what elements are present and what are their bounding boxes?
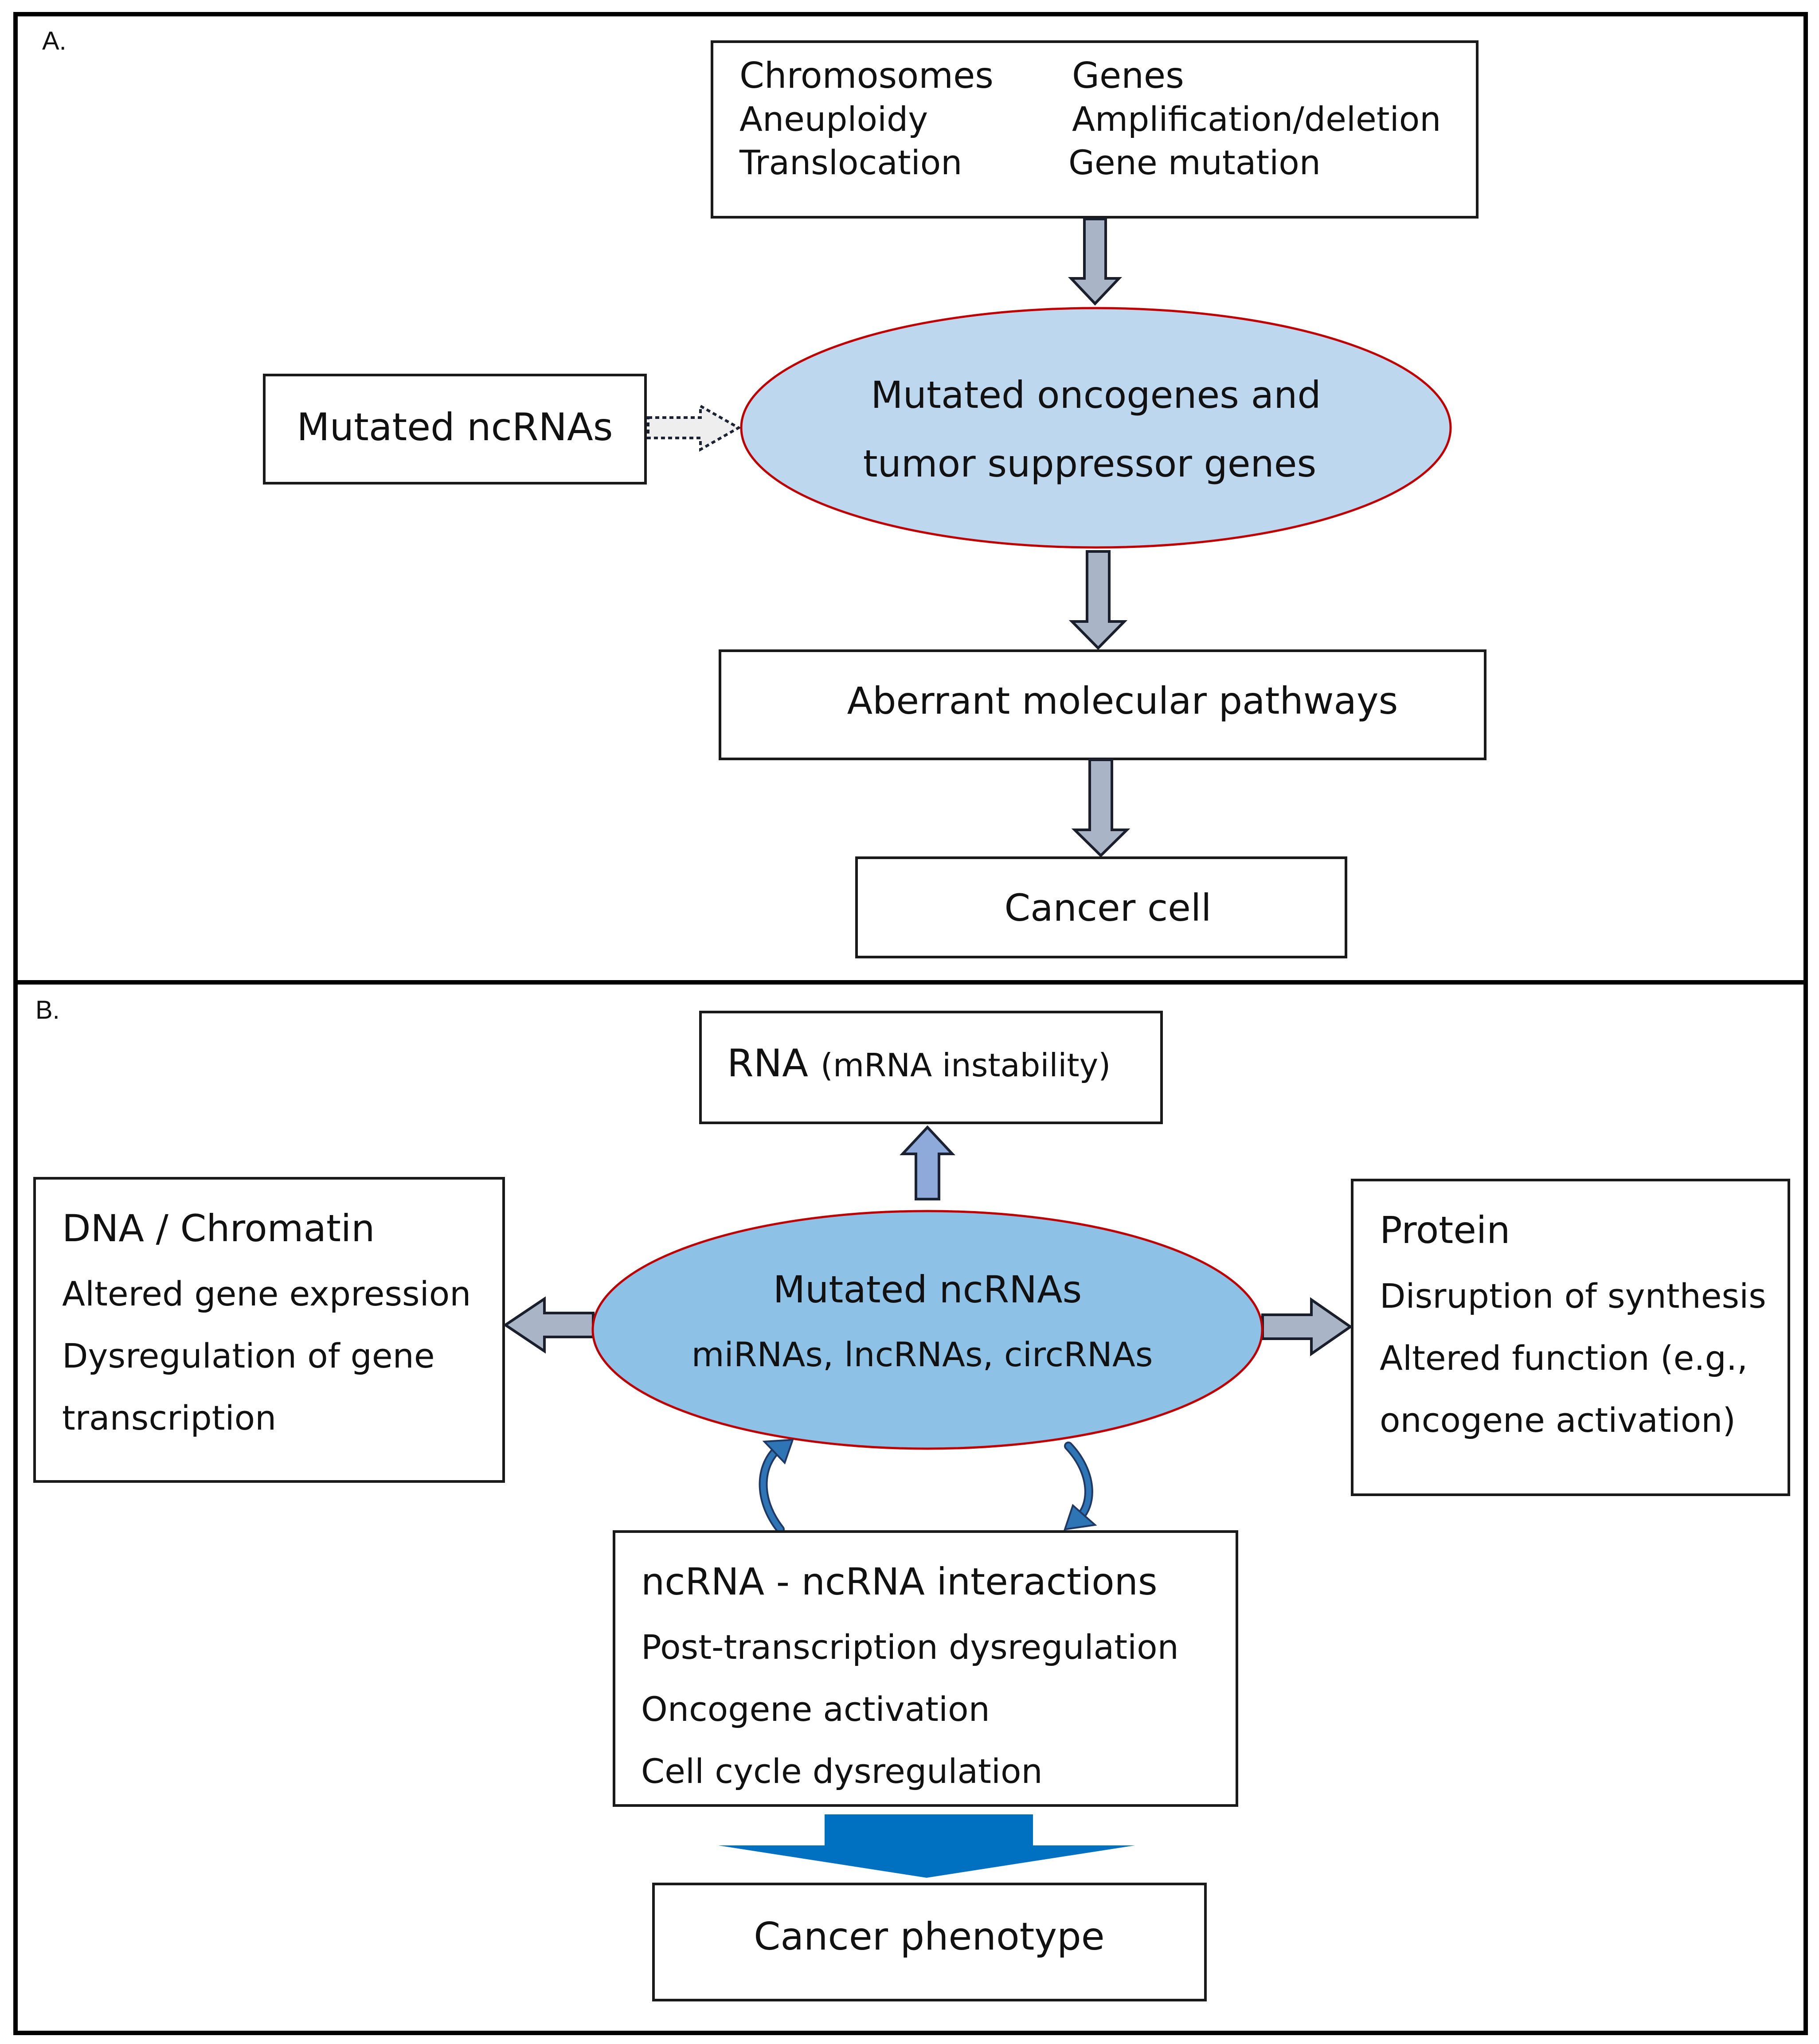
protein-heading: Protein bbox=[1380, 1208, 1510, 1252]
rna-detail: (mRNA instability) bbox=[821, 1047, 1111, 1084]
oncogenes-ellipse: Mutated oncogenes and tumor suppressor g… bbox=[740, 307, 1452, 549]
cancer-cell-label: Cancer cell bbox=[1004, 886, 1211, 930]
arrow-down-icon bbox=[1071, 758, 1131, 858]
chromosomes-heading: Chromosomes bbox=[739, 55, 994, 96]
chromosomes-genes-box: Chromosomes Aneuploidy Translocation Gen… bbox=[711, 40, 1479, 219]
arrow-down-icon bbox=[1068, 218, 1122, 306]
curved-arrow-up-icon bbox=[759, 1438, 794, 1534]
cancer-phenotype-box-frame bbox=[652, 1883, 1207, 2001]
arrow-left-icon bbox=[503, 1296, 595, 1354]
genes-heading: Genes bbox=[1072, 55, 1184, 96]
ncrna-ellipse-title: Mutated ncRNAs bbox=[773, 1268, 1082, 1311]
cancer-phenotype-box: Cancer phenotype bbox=[652, 1883, 1207, 2001]
dna-line-3: transcription bbox=[62, 1398, 276, 1438]
genes-item-mutation: Gene mutation bbox=[1068, 143, 1321, 182]
protein-box: Protein Disruption of synthesis Altered … bbox=[1351, 1179, 1790, 1496]
cancer-cell-box-frame bbox=[855, 856, 1347, 958]
dna-line-1: Altered gene expression bbox=[62, 1274, 471, 1313]
panel-a: A. Chromosomes Aneuploidy Translocation … bbox=[13, 12, 1808, 985]
chromosomes-item-translocation: Translocation bbox=[739, 143, 962, 182]
chromosomes-item-aneuploidy: Aneuploidy bbox=[739, 99, 928, 139]
pathways-box: Aberrant molecular pathways bbox=[719, 649, 1486, 760]
protein-line-1: Disruption of synthesis bbox=[1380, 1276, 1766, 1316]
interactions-line-1: Post-transcription dysregulation bbox=[641, 1627, 1179, 1667]
rna-box: RNA (mRNA instability) bbox=[699, 1011, 1163, 1124]
dotted-arrow-icon bbox=[647, 403, 742, 452]
rna-text: RNA (mRNA instability) bbox=[727, 1041, 1111, 1086]
ncrna-interactions-box: ncRNA - ncRNA interactions Post-transcri… bbox=[613, 1530, 1238, 1807]
rna-heading: RNA bbox=[727, 1041, 808, 1086]
curved-arrow-down-icon bbox=[1064, 1442, 1097, 1531]
interactions-line-3: Cell cycle dysregulation bbox=[641, 1751, 1043, 1791]
dna-chromatin-box-frame bbox=[33, 1177, 505, 1483]
ncrna-ellipse: Mutated ncRNAs miRNAs, lncRNAs, circRNAs bbox=[591, 1210, 1264, 1450]
oncogenes-ellipse-shape bbox=[740, 307, 1452, 549]
protein-box-frame bbox=[1351, 1179, 1790, 1496]
oncogenes-line-1: Mutated oncogenes and bbox=[871, 373, 1321, 417]
cancer-cell-box: Cancer cell bbox=[855, 856, 1347, 958]
pathways-box-frame bbox=[719, 649, 1486, 760]
protein-line-2: Altered function (e.g., bbox=[1380, 1338, 1748, 1378]
dna-line-2: Dysregulation of gene bbox=[62, 1336, 435, 1376]
ncrna-interactions-box-frame bbox=[613, 1530, 1238, 1807]
protein-line-3: oncogene activation) bbox=[1380, 1400, 1736, 1440]
mutated-ncrnas-box-a-frame bbox=[263, 374, 647, 485]
interactions-heading: ncRNA - ncRNA interactions bbox=[641, 1560, 1158, 1603]
oncogenes-line-2: tumor suppressor genes bbox=[863, 442, 1316, 485]
panel-b: B. RNA (mRNA instability) DNA / Chromatin… bbox=[13, 980, 1808, 2035]
big-arrow-down-icon bbox=[718, 1814, 1135, 1878]
arrow-down-icon bbox=[1068, 550, 1128, 650]
panel-a-label: A. bbox=[42, 27, 67, 55]
pathways-label: Aberrant molecular pathways bbox=[847, 679, 1398, 723]
ncrna-ellipse-subtitle: miRNAs, lncRNAs, circRNAs bbox=[692, 1335, 1153, 1374]
ncrna-ellipse-shape bbox=[591, 1210, 1264, 1450]
cancer-phenotype-label: Cancer phenotype bbox=[754, 1915, 1104, 1959]
mutated-ncrnas-label-a: Mutated ncRNAs bbox=[297, 405, 613, 449]
dna-heading: DNA / Chromatin bbox=[62, 1207, 375, 1250]
arrow-up-icon bbox=[900, 1125, 955, 1200]
interactions-line-2: Oncogene activation bbox=[641, 1689, 990, 1729]
mutated-ncrnas-box-a: Mutated ncRNAs bbox=[263, 374, 647, 485]
dna-chromatin-box: DNA / Chromatin Altered gene expression … bbox=[33, 1177, 505, 1483]
panel-b-frame bbox=[13, 980, 1808, 2035]
rna-box-frame bbox=[699, 1011, 1163, 1124]
arrow-right-icon bbox=[1261, 1297, 1353, 1356]
chromosomes-genes-box-frame bbox=[711, 40, 1479, 219]
genes-item-amplification: Amplification/deletion bbox=[1072, 99, 1441, 139]
panel-b-label: B. bbox=[35, 996, 60, 1024]
